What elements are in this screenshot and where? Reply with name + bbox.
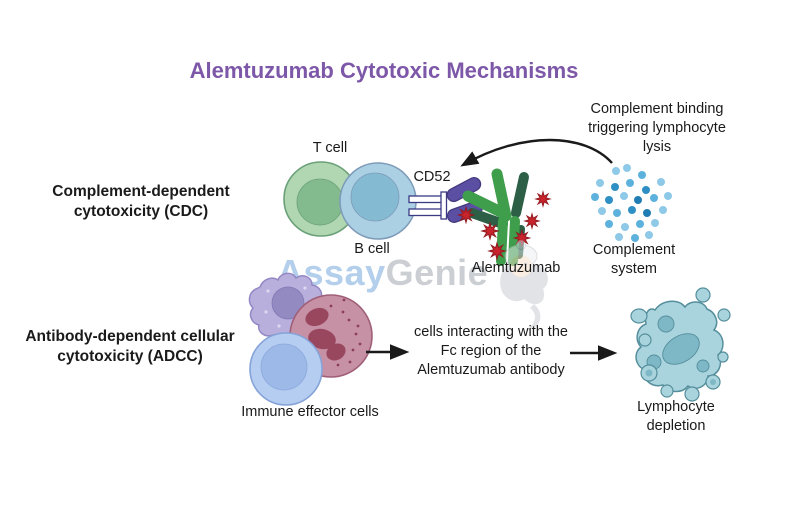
effector-cell-lymphocyte-icon xyxy=(249,332,323,406)
adcc-diagram xyxy=(248,272,731,406)
cdc-section-label: Complement-dependent cytotoxicity (CDC) xyxy=(52,183,230,220)
lymphocyte-depletion-label: Lymphocyte depletion xyxy=(637,399,715,434)
page-title: Alemtuzumab Cytotoxic Mechanisms xyxy=(189,58,579,83)
adcc-process-label: cells interacting with the Fc region of … xyxy=(414,324,568,378)
cd52-label: CD52 xyxy=(413,169,451,185)
assaygenie-mascot-icon xyxy=(500,240,548,330)
alemtuzumab-label: Alemtuzumab xyxy=(471,260,561,276)
effector-cells-label: Immune effector cells xyxy=(241,404,379,420)
b-cell-icon xyxy=(339,162,417,240)
complement-system-label: Complement system xyxy=(592,242,676,277)
adcc-section-label: Antibody-dependent cellular cytotoxicity… xyxy=(25,328,235,365)
b-cell-label: B cell xyxy=(354,241,390,257)
lymphocyte-depletion-icon xyxy=(630,287,731,402)
watermark-genie: Genie xyxy=(385,252,489,293)
complement-binding-arrow xyxy=(460,138,613,167)
complement-system-icon xyxy=(591,164,672,242)
cdc-diagram xyxy=(283,138,672,266)
complement-binding-annotation: Complement binding triggering lymphocyte… xyxy=(588,101,726,155)
t-cell-label: T cell xyxy=(312,140,348,156)
